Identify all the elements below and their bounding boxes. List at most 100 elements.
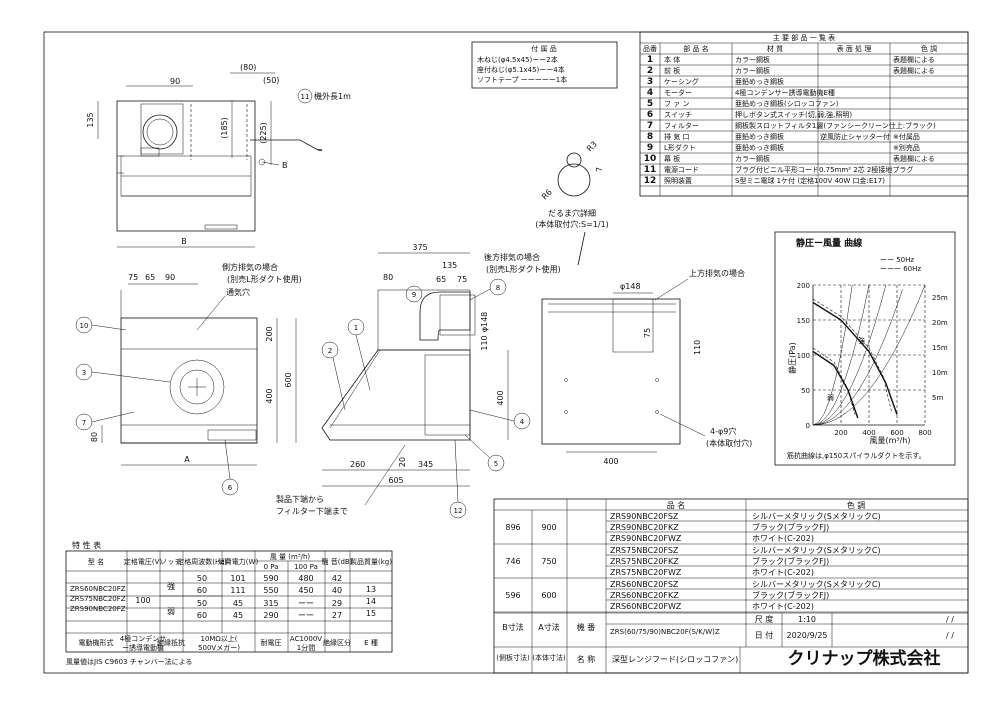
cord-label: 機外長1m bbox=[314, 91, 351, 101]
curve-weak-60hz bbox=[812, 350, 859, 419]
part-number: 3 bbox=[82, 369, 86, 377]
dim-label: 135 bbox=[86, 112, 95, 127]
hood-side-outline bbox=[321, 349, 471, 441]
char-voltage: 100 bbox=[135, 596, 150, 605]
product-color: ホワイト(C-202) bbox=[752, 534, 814, 543]
product-color: シルバーメタリック(SメタリックC) bbox=[752, 512, 881, 521]
part-number: 4 bbox=[520, 418, 525, 426]
scale-value: 1:10 bbox=[798, 615, 816, 624]
dim-label: 75 bbox=[457, 275, 467, 284]
note-label: (別売L形ダクト使用) bbox=[227, 274, 302, 284]
parts-row-finish: 逆風防止シャッター付 bbox=[820, 132, 890, 141]
parts-row-number: 10 bbox=[644, 154, 657, 164]
label-a-sub: (本体寸法) bbox=[532, 653, 566, 662]
char-footer: 4極コンデンサ bbox=[120, 634, 166, 643]
characteristics-title: 特 性 表 bbox=[72, 540, 101, 550]
keyhole-detail: R3 R6 7 だるま穴詳細 (本体取付穴:S=1/1) bbox=[535, 140, 609, 266]
detail-subtitle: (本体取付穴:S=1/1) bbox=[535, 219, 609, 229]
curve-weak-50hz bbox=[812, 347, 856, 415]
duct-resistance-curve bbox=[812, 289, 903, 426]
char-grid: 型 名定格電圧(V)ノッチ定格周波数(Hz)消費電力(W)風 量 (m³/h)騒… bbox=[66, 551, 392, 652]
part-number: 1 bbox=[354, 324, 358, 332]
note-label: 上方排気の場合 bbox=[689, 268, 745, 278]
product-model: ZRS90NBC20FWZ bbox=[610, 534, 682, 543]
duct-resistance-curve bbox=[812, 284, 870, 426]
parts-row-material: 亜鉛めっき鋼板 bbox=[735, 143, 784, 152]
l-duct bbox=[419, 291, 471, 341]
chart-title: 静圧ー風量 曲線 bbox=[796, 237, 862, 249]
note-label: フィルター下端まで bbox=[276, 506, 348, 516]
accessories-title: 付 属 品 bbox=[531, 44, 556, 53]
parts-row-material: カラー鋼板 bbox=[735, 66, 770, 75]
parts-row-name: フ ァ ン bbox=[664, 100, 689, 108]
accessory-item: ソフトテープ ーーーーー1本 bbox=[477, 75, 567, 84]
parts-header: 色 調 bbox=[921, 44, 937, 53]
fan-casing-circle bbox=[169, 359, 225, 415]
rear-view: φ148 上方排気の場合 75 110 4-φ9穴 (本体取付穴) 400 bbox=[541, 268, 752, 466]
product-model: ZRS90NBC20FKZ bbox=[610, 523, 679, 532]
dim-label: 400 bbox=[265, 388, 274, 403]
dim-label: 110 bbox=[693, 340, 702, 355]
parts-row-material: S型ミニ電球 1ケ付 (定格100V 40W 口金:E17) bbox=[735, 176, 885, 185]
char-model: ZRS90NBC20FZ bbox=[70, 605, 126, 613]
char-header: ノッチ bbox=[161, 558, 182, 566]
date-value: 2020/9/25 bbox=[786, 631, 827, 640]
dim-label: A bbox=[184, 455, 190, 464]
y-tick-label: 50 bbox=[801, 387, 810, 395]
char-footer: E 種 bbox=[364, 639, 378, 647]
parts-row-material: 押しボタン式スイッチ(切,弱,強,照明) bbox=[735, 110, 852, 119]
hood-rear-outline bbox=[541, 298, 681, 445]
a-dimension: 750 bbox=[541, 557, 556, 566]
dim-label: 20 bbox=[398, 457, 407, 467]
dim-label: 90 bbox=[165, 273, 175, 282]
chart-note: 筋抗曲線は,φ150スパイラルダクトを示す。 bbox=[787, 451, 926, 460]
duct-length-label: 5m bbox=[932, 394, 943, 402]
x-axis-label: 風量(m³/h) bbox=[869, 436, 910, 445]
dim-label: 65 bbox=[436, 275, 446, 284]
product-model: ZRS75NBC20FSZ bbox=[610, 546, 679, 555]
parts-row-material: 4極コンデンサー誘導電動機E種 bbox=[735, 88, 835, 97]
char-notch: 弱 bbox=[167, 607, 175, 616]
dim-label: 400 bbox=[603, 457, 618, 466]
part-number: 11 bbox=[301, 93, 310, 101]
duct-resistance-curve bbox=[812, 284, 853, 426]
product-color: ホワイト(C-202) bbox=[752, 602, 814, 611]
parts-row-material: 亜鉛めっき鋼板(シロッコファン) bbox=[735, 99, 839, 108]
char-cell: 101 bbox=[230, 574, 245, 583]
char-subheader: 0 Pa bbox=[264, 563, 279, 571]
hood-top-outline bbox=[116, 100, 256, 232]
parts-row-name: スイッチ bbox=[664, 111, 692, 119]
parts-row-name: モーター bbox=[664, 88, 692, 97]
duct-length-label: 15m bbox=[932, 344, 948, 352]
note-label: 通気穴 bbox=[226, 287, 250, 297]
exhaust-port-circle bbox=[142, 114, 178, 150]
char-cell: 450 bbox=[298, 586, 313, 595]
label-a-dimension: A寸法 bbox=[538, 622, 559, 632]
parts-header: 品番 bbox=[643, 45, 657, 53]
product-model: ZRS90NBC20FSZ bbox=[610, 512, 679, 521]
label-b-sub: (側板寸法) bbox=[496, 653, 530, 662]
dim-label: R6 bbox=[540, 188, 554, 202]
parts-row-material: 鋼板製スロットフィルタ1層(ファンシークリーン仕上:ブラック) bbox=[735, 121, 936, 130]
dim-label: φ148 bbox=[620, 282, 641, 291]
char-cell: 60 bbox=[197, 611, 207, 620]
x-tick-label: 600 bbox=[890, 429, 903, 437]
detail-title: だるま穴詳細 bbox=[548, 208, 596, 218]
product-name: 深型レンジフード(シロッコファン) bbox=[612, 655, 738, 664]
dim-label: 110 bbox=[480, 335, 489, 350]
parts-header: 材 質 bbox=[767, 44, 783, 53]
legend-entry-50hz: ーー 50Hz bbox=[880, 256, 914, 264]
note-label: 側方排気の場合 bbox=[222, 262, 278, 272]
note-label: 4-φ9穴 bbox=[710, 426, 736, 436]
dim-label: 600 bbox=[284, 372, 293, 387]
product-color: ブラック(ブラックFJ) bbox=[752, 556, 829, 566]
parts-row-color: 表題欄による bbox=[893, 154, 935, 163]
char-footer: 絶縁抵抗 bbox=[157, 638, 185, 647]
char-header: 型 名 bbox=[88, 557, 104, 566]
b-dimension: 746 bbox=[505, 557, 520, 566]
char-notch: 強 bbox=[167, 581, 175, 591]
x-tick-label: 800 bbox=[918, 429, 931, 437]
